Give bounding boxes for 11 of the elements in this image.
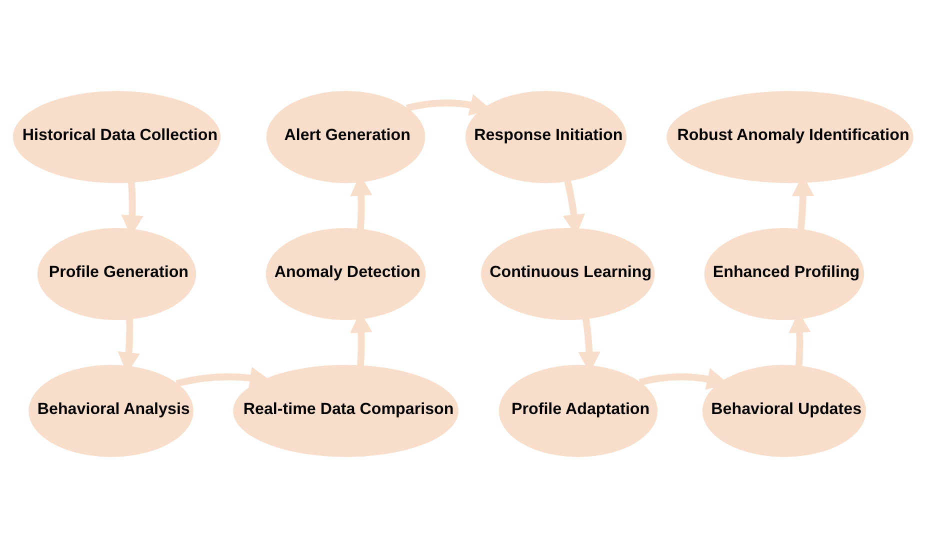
node-ellipse: Anomaly Detection — [266, 227, 426, 320]
node-ellipse: Historical Data Collection — [12, 90, 221, 183]
node-ellipse: Alert Generation — [266, 90, 426, 183]
node-ellipse: Profile Generation — [37, 227, 196, 320]
node-ellipse: Continuous Learning — [480, 227, 655, 320]
node-ellipse: Behavioral Analysis — [28, 364, 194, 456]
node-ellipse: Enhanced Profiling — [704, 227, 864, 320]
node-ellipse: Robust Anomaly Identification — [666, 90, 914, 183]
node-ellipse: Response Initiation — [465, 90, 627, 183]
node-ellipse: Behavioral Updates — [702, 364, 866, 456]
node-ellipse: Profile Adaptation — [498, 364, 658, 456]
